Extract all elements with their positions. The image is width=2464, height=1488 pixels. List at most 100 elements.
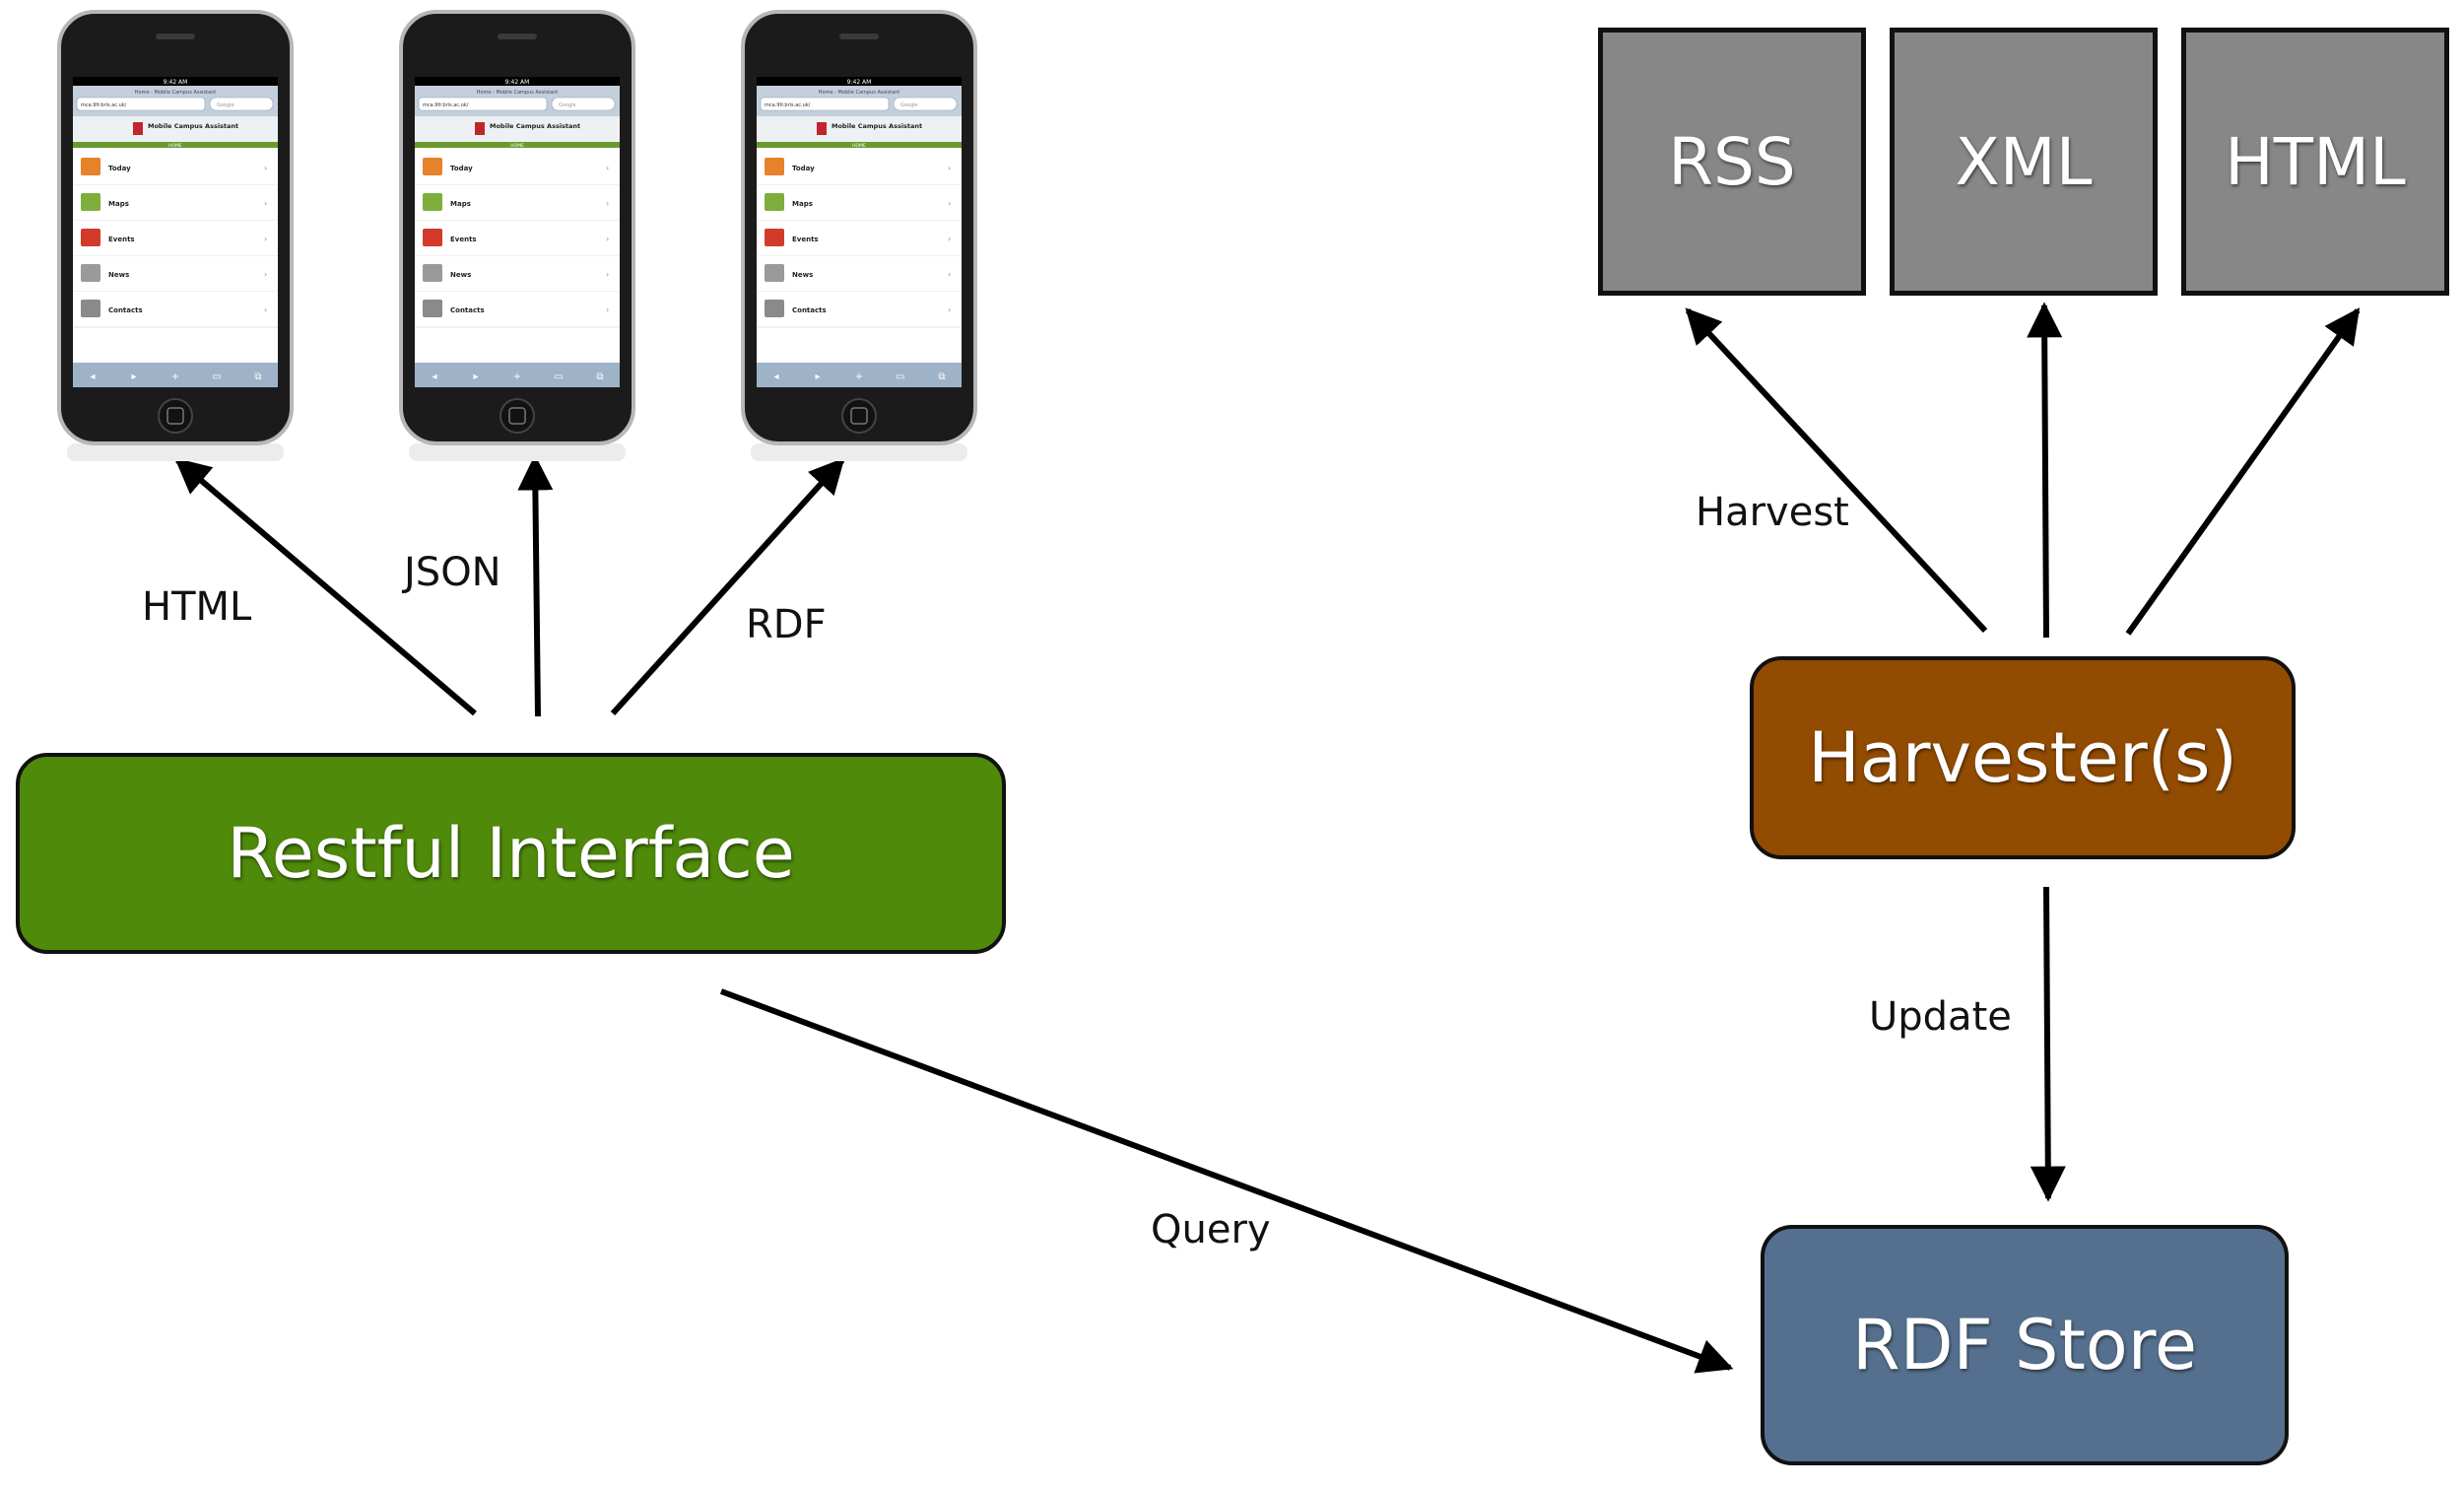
home-label: HOME bbox=[510, 143, 524, 149]
chevron-right-icon: › bbox=[948, 235, 951, 243]
toolbar-icon: + bbox=[171, 372, 179, 382]
arrow-html-to-phone bbox=[174, 457, 477, 716]
menu-row bbox=[415, 221, 620, 256]
news-icon bbox=[765, 264, 784, 282]
menu-item-label: Contacts bbox=[108, 306, 143, 314]
status-clock: 9:42 AM bbox=[164, 79, 188, 86]
chevron-right-icon: › bbox=[948, 305, 951, 314]
menu-row bbox=[73, 221, 278, 256]
rss-box: RSS bbox=[1598, 28, 1866, 296]
toolbar-icon: ⧉ bbox=[254, 372, 261, 382]
chevron-right-icon: › bbox=[948, 270, 951, 279]
arrow-harvest-xml bbox=[2027, 302, 2063, 639]
status-clock: 9:42 AM bbox=[505, 79, 530, 86]
speaker-icon bbox=[156, 34, 195, 39]
menu-row bbox=[757, 185, 962, 221]
edge-label-json: JSON bbox=[404, 550, 501, 595]
brand-banner bbox=[757, 116, 962, 142]
menu-item-label: Contacts bbox=[450, 306, 485, 314]
toolbar-icon: ▸ bbox=[473, 372, 478, 382]
menu-item-label: Today bbox=[792, 165, 815, 172]
menu-item-label: Events bbox=[108, 236, 135, 243]
today-icon bbox=[81, 158, 100, 175]
maps-icon bbox=[765, 193, 784, 211]
home-bar bbox=[757, 142, 962, 148]
speaker-icon bbox=[839, 34, 879, 39]
chevron-right-icon: › bbox=[264, 270, 267, 279]
brand-name: Mobile Campus Assistant bbox=[832, 122, 922, 130]
rss-label: RSS bbox=[1668, 123, 1796, 200]
url-field bbox=[418, 97, 548, 111]
phone-reflection bbox=[751, 443, 967, 461]
home-button-icon bbox=[841, 398, 877, 434]
harvester-node: Harvester(s) bbox=[1750, 656, 2296, 859]
brand-banner bbox=[415, 116, 620, 142]
edge-label-update: Update bbox=[1869, 994, 2012, 1040]
menu-row bbox=[73, 185, 278, 221]
phone-reflection bbox=[67, 443, 284, 461]
edge-label-query: Query bbox=[1151, 1207, 1271, 1252]
menu-item-label: Events bbox=[792, 236, 819, 243]
safari-bottom-toolbar bbox=[415, 363, 620, 387]
chevron-right-icon: › bbox=[606, 199, 609, 208]
rdf-store-node: RDF Store bbox=[1761, 1225, 2289, 1465]
search-field bbox=[209, 97, 274, 111]
home-label: HOME bbox=[852, 143, 866, 149]
arrow-update bbox=[2030, 886, 2066, 1202]
toolbar-icon: ▭ bbox=[896, 372, 904, 382]
phone-1: 9:42 AM Home - Mobile Campus Assistant mca… bbox=[57, 10, 294, 473]
menu-item-label: News bbox=[450, 271, 471, 279]
html-box: HTML bbox=[2181, 28, 2449, 296]
url-text: mca.9fr.bris.ac.uk/ bbox=[81, 102, 127, 108]
status-bar bbox=[73, 77, 278, 86]
html-format-label: HTML bbox=[2225, 123, 2406, 200]
menu-row bbox=[757, 292, 962, 327]
safari-bottom-toolbar bbox=[73, 363, 278, 387]
search-placeholder: Google bbox=[900, 102, 918, 108]
home-button-icon bbox=[158, 398, 193, 434]
home-button-glyph bbox=[850, 407, 868, 425]
menu-item-label: Contacts bbox=[792, 306, 827, 314]
brand-logo-icon bbox=[475, 122, 485, 135]
chevron-right-icon: › bbox=[606, 270, 609, 279]
chevron-right-icon: › bbox=[948, 199, 951, 208]
news-icon bbox=[423, 264, 442, 282]
status-bar bbox=[415, 77, 620, 86]
brand-logo-icon bbox=[817, 122, 827, 135]
edge-label-rdf: RDF bbox=[746, 602, 827, 647]
maps-icon bbox=[81, 193, 100, 211]
today-icon bbox=[765, 158, 784, 175]
harvester-label: Harvester(s) bbox=[1808, 717, 2237, 798]
menu-row bbox=[415, 150, 620, 185]
toolbar-icon: ▭ bbox=[554, 372, 563, 382]
url-text: mca.9fr.bris.ac.uk/ bbox=[765, 102, 811, 108]
page-title: Home - Mobile Campus Assistant bbox=[135, 90, 217, 96]
toolbar-icon: ◂ bbox=[90, 372, 95, 382]
menu-row bbox=[73, 256, 278, 292]
menu-row bbox=[757, 256, 962, 292]
menu-item-label: Today bbox=[450, 165, 473, 172]
news-icon bbox=[81, 264, 100, 282]
toolbar-icon: ◂ bbox=[432, 372, 436, 382]
toolbar-icon: ▭ bbox=[212, 372, 221, 382]
chevron-right-icon: › bbox=[264, 305, 267, 314]
events-icon bbox=[423, 229, 442, 246]
menu-item-label: Events bbox=[450, 236, 477, 243]
today-icon bbox=[423, 158, 442, 175]
search-placeholder: Google bbox=[559, 102, 576, 108]
toolbar-icon: ▸ bbox=[131, 372, 136, 382]
home-bar bbox=[73, 142, 278, 148]
search-field bbox=[551, 97, 616, 111]
maps-icon bbox=[423, 193, 442, 211]
arrow-rdf-to-phone bbox=[610, 457, 845, 716]
menu-item-label: News bbox=[108, 271, 129, 279]
speaker-icon bbox=[498, 34, 537, 39]
menu-row bbox=[415, 256, 620, 292]
page-title: Home - Mobile Campus Assistant bbox=[819, 90, 900, 96]
chevron-right-icon: › bbox=[606, 305, 609, 314]
chevron-right-icon: › bbox=[606, 235, 609, 243]
restful-interface-label: Restful Interface bbox=[227, 813, 795, 894]
menu-row bbox=[415, 292, 620, 327]
